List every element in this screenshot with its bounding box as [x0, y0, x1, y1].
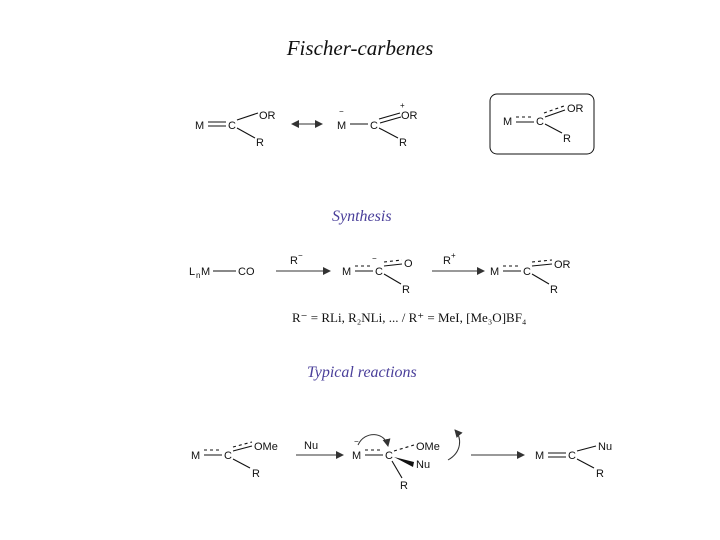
atom-r: R	[252, 468, 260, 480]
section-title-synthesis: Synthesis	[332, 208, 392, 225]
page-title: Fischer-carbenes	[286, 36, 434, 60]
subscript-n: n	[196, 271, 200, 280]
atom-c: C	[375, 266, 383, 278]
atom-or: OR	[401, 110, 418, 122]
atom-c: C	[536, 116, 544, 128]
atom-ome: OMe	[254, 441, 278, 453]
atom-m: M	[352, 450, 361, 462]
plus-charge: +	[400, 101, 405, 110]
atom-nu: Nu	[598, 441, 612, 453]
atom-c: C	[224, 450, 232, 462]
atom-or: OR	[259, 110, 276, 122]
atom-l: L	[189, 266, 195, 278]
reagents-note: R⁻ = RLi, R₂NLi, ... / R⁺ = MeI, [Me₃O]B…	[292, 310, 527, 325]
synthesis-scheme: L n M CO R − M C − O R R + M C OR R	[189, 251, 571, 296]
atom-m: M	[535, 450, 544, 462]
resonance-structure-neutral: M C OR R	[195, 110, 276, 149]
atom-m: M	[342, 266, 351, 278]
atom-r: R	[596, 468, 604, 480]
atom-or: OR	[554, 259, 571, 271]
atom-or: OR	[567, 103, 584, 115]
atom-r: R	[399, 137, 407, 149]
atom-m: M	[503, 116, 512, 128]
reagent-r: R	[290, 255, 298, 267]
atom-m: M	[191, 450, 200, 462]
atom-c: C	[370, 120, 378, 132]
reagent-charge: −	[298, 251, 303, 260]
atom-r: R	[256, 137, 264, 149]
reaction-scheme: M C OMe R Nu − M C OMe Nu R M C Nu R	[191, 429, 612, 492]
atom-c: C	[228, 120, 236, 132]
minus-charge: −	[354, 437, 359, 446]
atom-c: C	[523, 266, 531, 278]
resonance-structure-ylidic: − M C + OR R	[337, 101, 418, 149]
minus-charge: −	[339, 107, 344, 116]
atom-m: M	[337, 120, 346, 132]
atom-r: R	[563, 133, 571, 145]
reagent-charge: +	[451, 251, 456, 260]
atom-co: CO	[238, 266, 255, 278]
atom-o: O	[404, 258, 413, 270]
atom-r: R	[550, 284, 558, 296]
minus-charge: −	[372, 254, 377, 263]
reagent-nu: Nu	[304, 440, 318, 452]
atom-c: C	[568, 450, 576, 462]
atom-nu: Nu	[416, 459, 430, 471]
atom-r: R	[400, 480, 408, 492]
section-title-reactions: Typical reactions	[307, 364, 417, 381]
atom-m: M	[490, 266, 499, 278]
curved-arrow-leaving-group	[447, 429, 463, 461]
atom-c: C	[385, 450, 393, 462]
atom-r: R	[402, 284, 410, 296]
atom-ome: OMe	[416, 441, 440, 453]
reagent-r: R	[443, 255, 451, 267]
curved-arrow-electron-flow	[357, 434, 391, 447]
delocalized-structure-box: M C OR R	[489, 93, 595, 155]
atom-m: M	[201, 266, 210, 278]
atom-m: M	[195, 120, 204, 132]
